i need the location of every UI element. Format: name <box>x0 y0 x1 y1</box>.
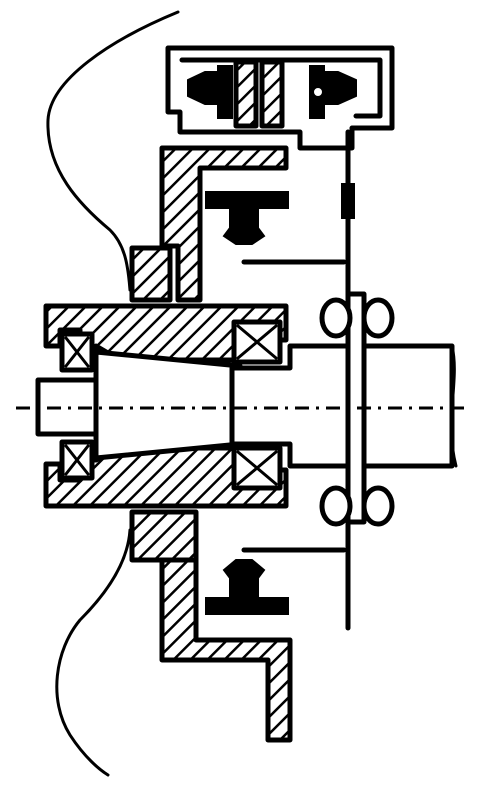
bearing-left-lower <box>59 439 95 481</box>
coupling-roller-lower-right <box>361 485 395 527</box>
tapered-bore <box>93 349 243 461</box>
upper-bolt-pair <box>187 59 357 129</box>
coupling-roller-lower-left <box>319 485 353 527</box>
outline-left-upper <box>46 10 180 292</box>
lower-fastener <box>205 559 289 615</box>
shaft-stub-left <box>35 377 99 437</box>
outline-left-lower <box>55 528 132 777</box>
bearing-right-upper <box>231 319 283 365</box>
bearing-left-upper <box>59 331 95 373</box>
upper-flange <box>159 145 289 303</box>
coupling-roller-upper-left <box>319 297 353 339</box>
shaft-right <box>229 343 455 469</box>
top-housing-box <box>165 45 395 151</box>
upper-flange-step <box>129 245 173 303</box>
lower-flange <box>159 557 293 743</box>
bearing-right-lower <box>231 445 283 491</box>
upper-right-block <box>341 183 355 219</box>
lower-flange-step <box>129 509 199 563</box>
coupling-roller-upper-right <box>361 297 395 339</box>
upper-fastener <box>205 191 289 245</box>
shaft-right-end <box>449 344 458 468</box>
